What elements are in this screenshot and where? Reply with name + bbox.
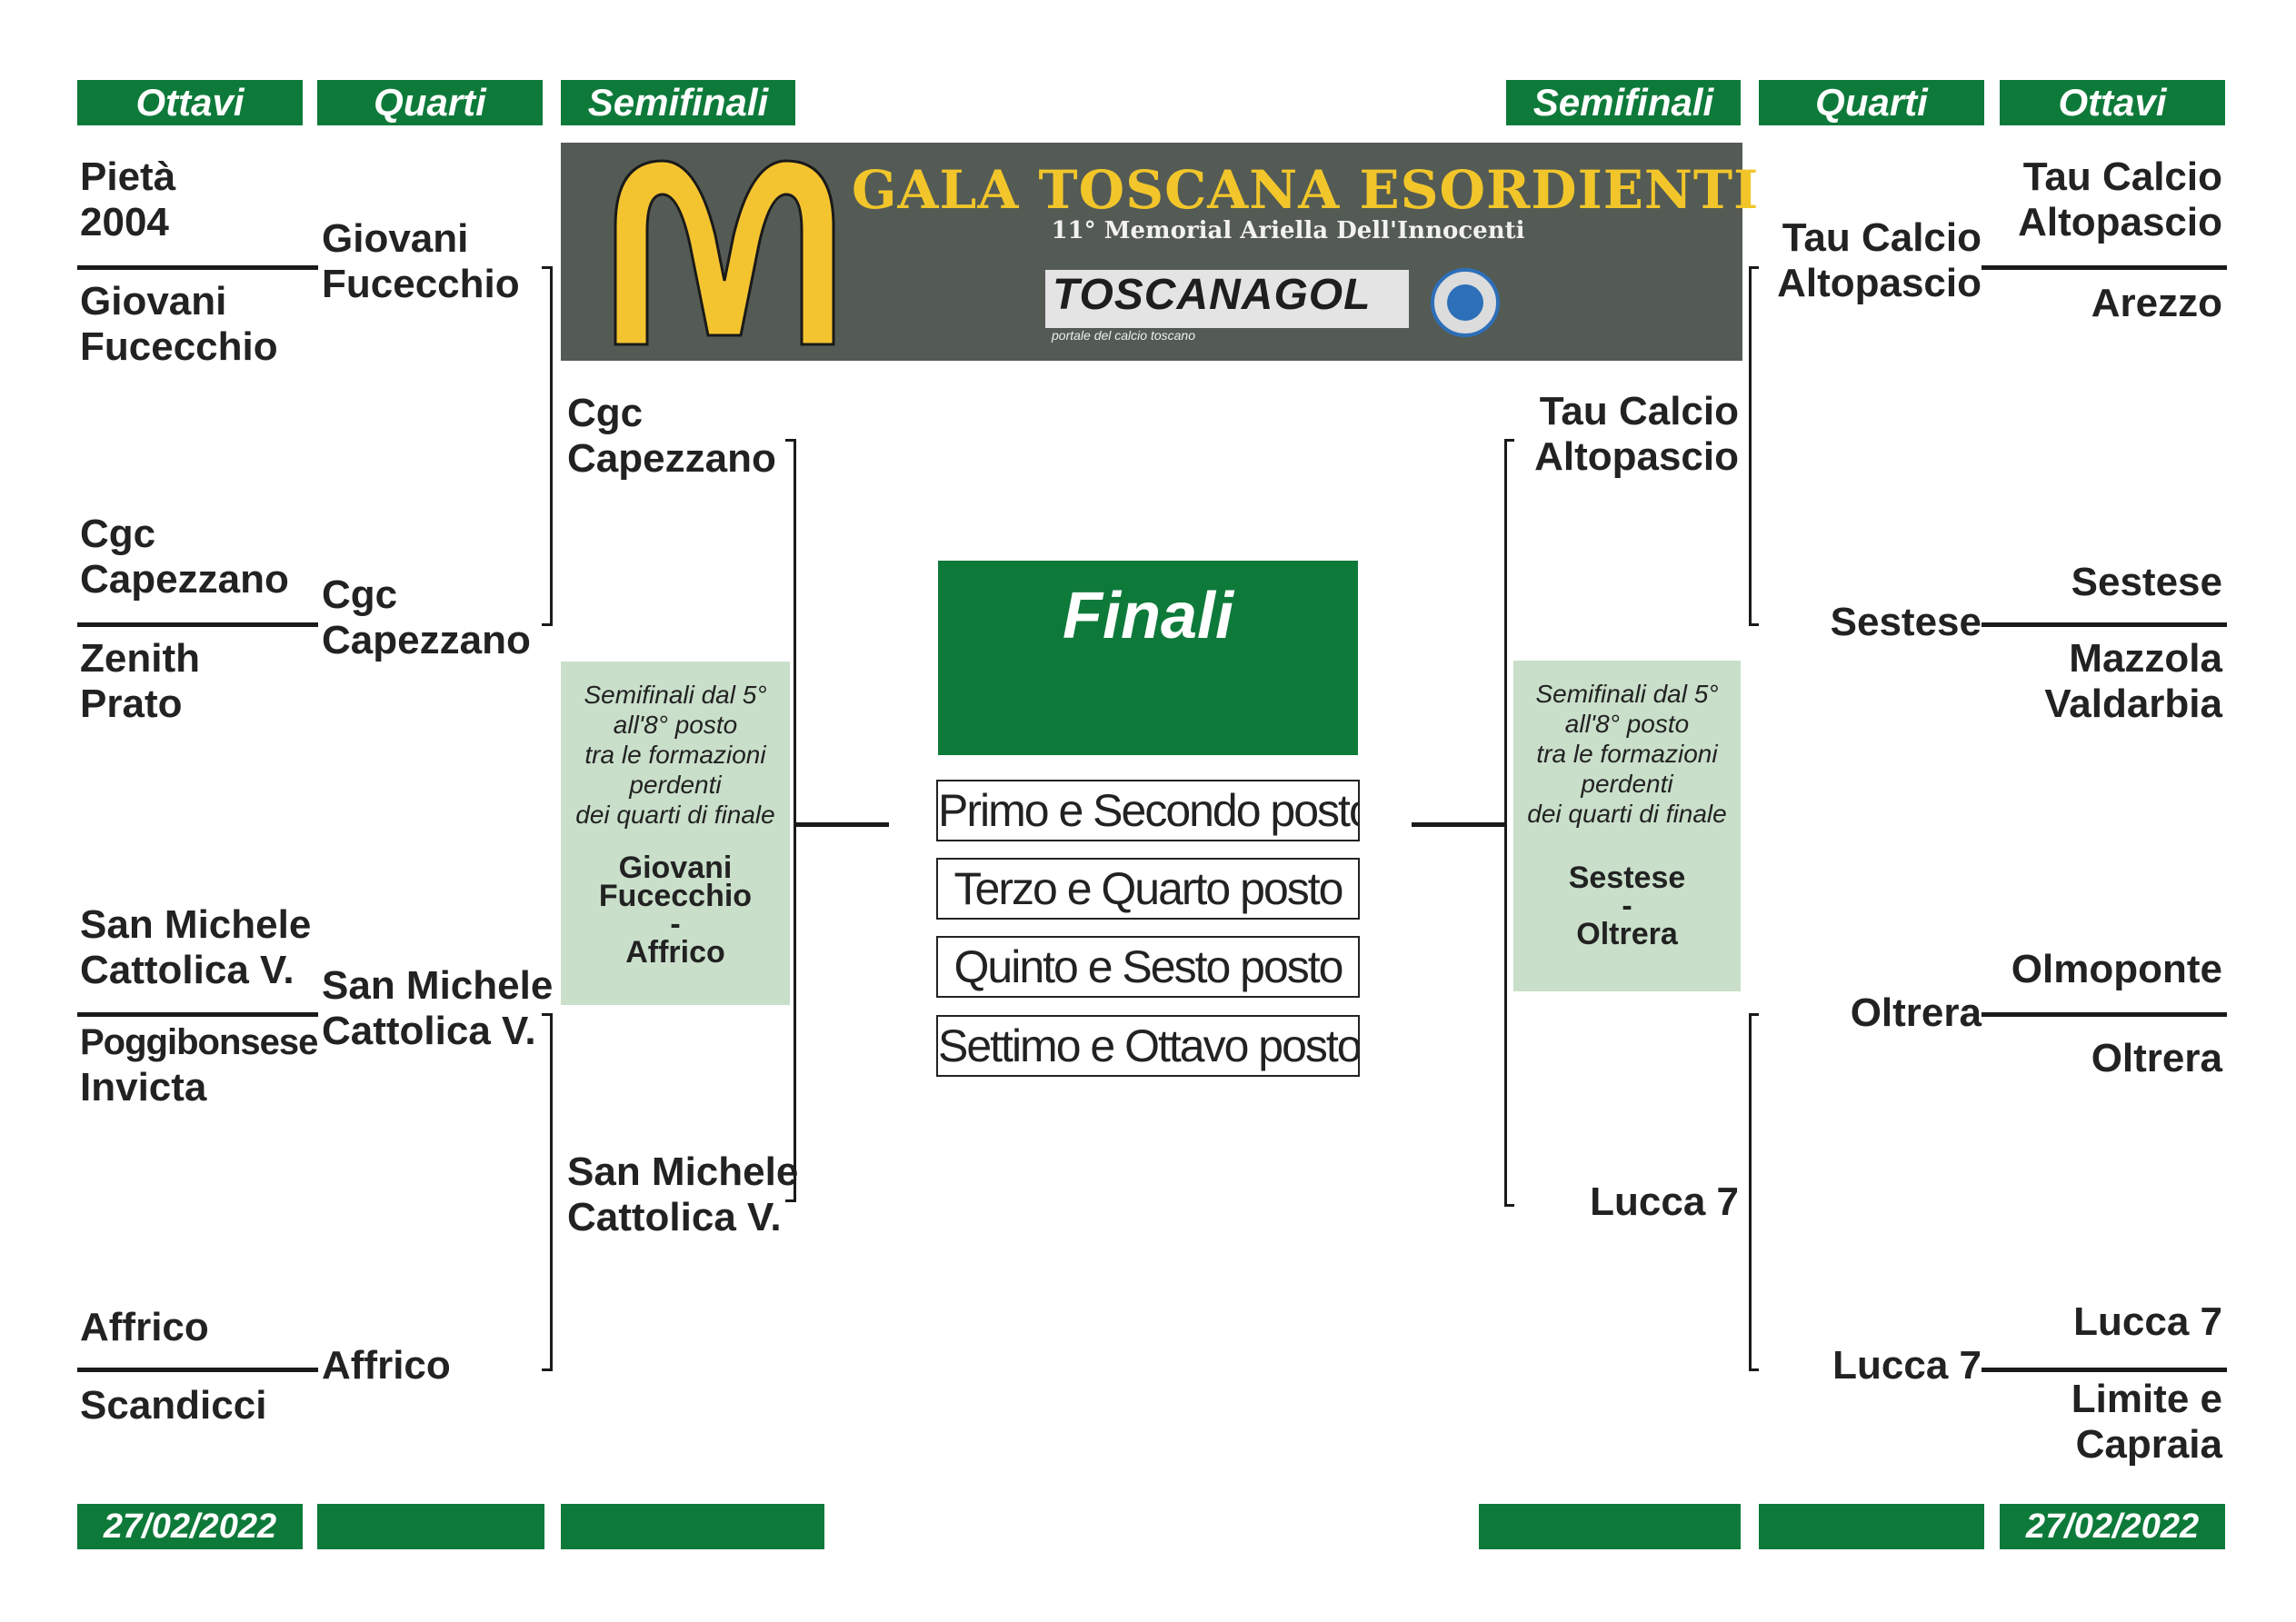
sponsor-banner: GALA TOSCANA ESORDIENTI 11° Memorial Ari…: [561, 143, 1760, 361]
toscanagol-tagline: portale del calcio toscano: [1052, 328, 1195, 343]
right-quarti-team-4: Lucca 7: [1832, 1343, 1982, 1388]
header-quarti-right: Quarti: [1759, 80, 1984, 125]
right-bracket-lower: [1749, 1013, 1752, 1371]
right-ottavi-team-6: Oltrera: [2091, 1036, 2222, 1080]
left-bracket-upper: [550, 266, 553, 626]
right-ottavi-team-7: Lucca 7: [2073, 1299, 2222, 1344]
toscanagol-logo: TOSCANAGOL: [1045, 270, 1409, 328]
right-quarti-team-2: Sestese: [1830, 600, 1982, 644]
footer-date-left: 27/02/2022: [77, 1504, 303, 1549]
header-ottavi-right: Ottavi: [2000, 80, 2225, 125]
right-ottavi-line-4: [1982, 1368, 2227, 1372]
footer-date-right: 27/02/2022: [2000, 1504, 2225, 1549]
mcdonalds-arches-logo: [614, 159, 835, 346]
header-quarti-left: Quarti: [317, 80, 543, 125]
final-place-5-6: Quinto e Sesto posto: [936, 936, 1360, 998]
left-ottavi-line-4: [77, 1368, 318, 1372]
footer-bar-quarti-right: [1759, 1504, 1984, 1549]
federation-seal-icon: [1431, 268, 1500, 337]
left-ottavi-team-7: Affrico: [80, 1305, 209, 1349]
header-semifinali-left: Semifinali: [561, 80, 795, 125]
left-semi-bracket: [794, 439, 796, 1202]
left-placement-semi-box: Semifinali dal 5° all'8° posto tra le fo…: [561, 662, 790, 1005]
right-placement-semi-box: Semifinali dal 5° all'8° posto tra le fo…: [1513, 661, 1741, 991]
right-bracket-upper: [1749, 266, 1752, 626]
right-to-final-line: [1412, 822, 1504, 827]
header-ottavi-left: Ottavi: [77, 80, 303, 125]
left-ottavi-line-1: [77, 265, 318, 270]
banner-subtitle: 11° Memorial Ariella Dell'Innocenti: [1051, 217, 1525, 244]
left-quarti-team-4: Affrico: [322, 1343, 451, 1388]
right-ottavi-line-3: [1982, 1012, 2227, 1017]
left-bracket-lower: [550, 1013, 553, 1371]
right-quarti-team-3: Oltrera: [1850, 990, 1982, 1035]
right-ottavi-team-5: Olmoponte: [2011, 947, 2222, 991]
final-place-3-4: Terzo e Quarto posto: [936, 858, 1360, 920]
footer-bar-semi-left: [561, 1504, 824, 1549]
footer-bar-semi-right: [1479, 1504, 1741, 1549]
footer-bar-quarti-left: [317, 1504, 544, 1549]
final-place-7-8: Settimo e Ottavo posto: [936, 1015, 1360, 1077]
left-ottavi-line-2: [77, 622, 318, 627]
left-ottavi-team-8: Scandicci: [80, 1383, 267, 1428]
right-ottavi-line-2: [1982, 622, 2227, 627]
right-ottavi-team-2: Arezzo: [2091, 281, 2222, 325]
right-ottavi-line-1: [1982, 265, 2227, 270]
right-ottavi-team-3: Sestese: [2071, 560, 2222, 604]
left-to-final-line: [796, 822, 889, 827]
banner-title: GALA TOSCANA ESORDIENTI: [852, 159, 1760, 221]
finali-title: Finali: [1062, 580, 1233, 652]
right-semi-bracket: [1504, 439, 1507, 1207]
left-ottavi-line-3: [77, 1012, 318, 1017]
right-semi-team-2: Lucca 7: [1590, 1179, 1739, 1224]
header-semifinali-right: Semifinali: [1506, 80, 1741, 125]
final-place-1-2: Primo e Secondo posto: [936, 780, 1360, 841]
finali-box: Finali: [938, 561, 1358, 755]
